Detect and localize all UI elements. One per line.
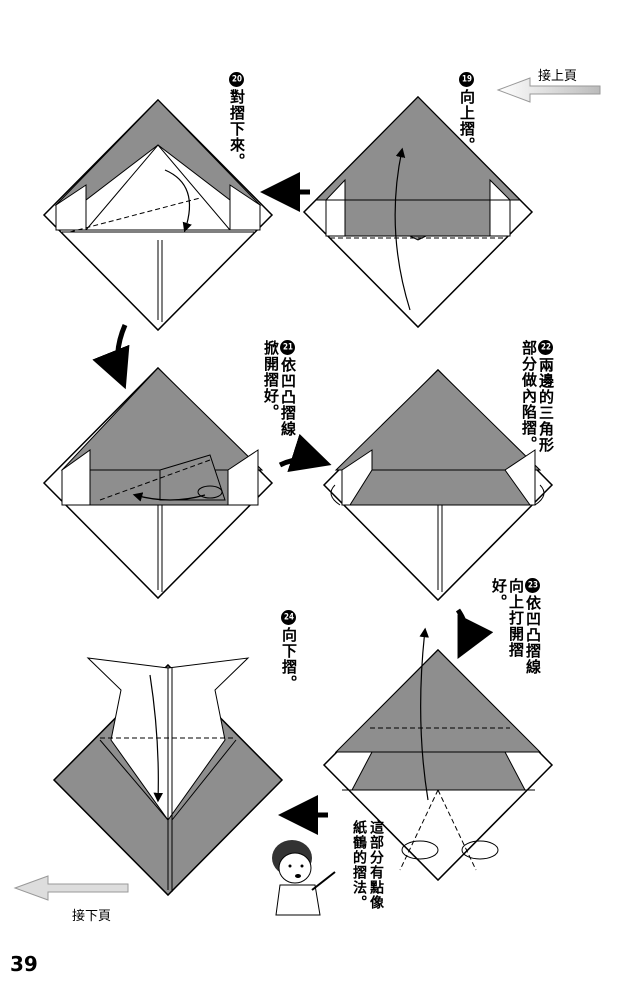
step-19-diagram (302, 95, 534, 329)
step-20-text: 對摺下來。 (228, 89, 246, 169)
step-21-number: 21 (280, 340, 295, 355)
step-20-diagram (42, 98, 274, 332)
step-21-diagram (42, 366, 274, 600)
step-24-number: 24 (281, 610, 296, 625)
step-22-diagram (322, 368, 554, 602)
step-20-caption: 20 對摺下來。 (228, 72, 246, 169)
step-24-caption: 24 向下摺。 (280, 610, 298, 691)
flow-arrow-icon (455, 608, 494, 659)
step-23-number: 23 (525, 578, 540, 593)
next-page-label[interactable]: 接下頁 (72, 909, 112, 924)
step-22-caption: 22兩邊的三角形部分做內陷摺。 (520, 340, 555, 458)
prev-page-label[interactable]: 接上頁 (538, 69, 578, 84)
prev-page-arrow-icon[interactable] (496, 77, 601, 103)
page-number: 39 (10, 952, 38, 976)
step-22-text: 兩邊的三角形部分做內陷摺。 (520, 340, 555, 453)
step-23-text: 依凹凸摺線向上打開摺好。 (490, 578, 542, 675)
flow-arrow-icon (278, 433, 332, 472)
step-21-caption: 21依凹凸摺線掀開摺好。 (262, 340, 297, 440)
step-19-number: 19 (459, 72, 474, 87)
step-23-diagram (322, 627, 554, 882)
next-page-arrow-icon[interactable] (13, 875, 129, 901)
step-21-text: 依凹凸摺線掀開摺好。 (262, 340, 297, 437)
step-23-caption: 23依凹凸摺線向上打開摺好。 (490, 578, 542, 678)
step-24-text: 向下摺。 (280, 627, 298, 691)
step-22-number: 22 (538, 340, 553, 355)
character-illustration-icon (272, 840, 336, 916)
step-24-diagram (52, 657, 284, 897)
flow-arrow-icon (92, 324, 130, 390)
step-19-text: 向上摺。 (458, 89, 476, 153)
speech-note: 這部分有點像紙鶴的摺法。 (351, 820, 384, 910)
step-19-caption: 19 向上摺。 (458, 72, 476, 153)
step-20-number: 20 (229, 72, 244, 87)
